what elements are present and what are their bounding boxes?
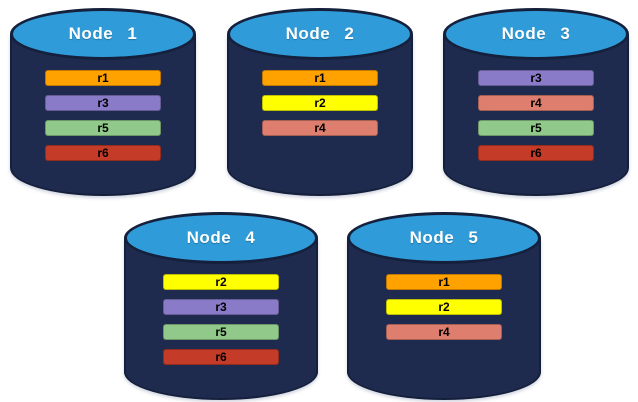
node-4-title: Node 4 <box>186 228 256 247</box>
node-1-cylinder-top: Node 1 <box>10 8 196 60</box>
node-3-cylinder: Node 3 r3 r4 r5 r6 <box>443 8 629 196</box>
node-5-title: Node 5 <box>409 228 479 247</box>
replica-bar-r3: r3 <box>163 299 279 315</box>
replica-bar-r5: r5 <box>45 120 161 136</box>
replica-bar-r3: r3 <box>45 95 161 111</box>
replica-bar-r2: r2 <box>386 299 502 315</box>
node-1-cylinder-body <box>10 34 196 196</box>
replica-bar-r2: r2 <box>163 274 279 290</box>
replica-bar-r3: r3 <box>478 70 594 86</box>
replica-list: r1 r3 r5 r6 <box>45 70 161 161</box>
node-3-cylinder-body <box>443 34 629 196</box>
node-1-cylinder: Node 1 r1 r3 r5 r6 <box>10 8 196 196</box>
replica-bar-r1: r1 <box>386 274 502 290</box>
replica-bar-r6: r6 <box>163 349 279 365</box>
replica-list: r1 r2 r4 <box>386 274 502 340</box>
replica-bar-r5: r5 <box>163 324 279 340</box>
replica-list: r1 r2 r4 <box>262 70 378 136</box>
node-4-cylinder-top: Node 4 <box>124 212 318 264</box>
replica-bar-r6: r6 <box>45 145 161 161</box>
node-2-cylinder: Node 2 r1 r2 r4 <box>227 8 413 196</box>
replica-bar-r4: r4 <box>478 95 594 111</box>
replica-bar-r4: r4 <box>262 120 378 136</box>
replica-list: r3 r4 r5 r6 <box>478 70 594 161</box>
node-5-cylinder: Node 5 r1 r2 r4 <box>347 212 541 400</box>
replica-list: r2 r3 r5 r6 <box>163 274 279 365</box>
node-3-cylinder-top: Node 3 <box>443 8 629 60</box>
node-2-cylinder-body <box>227 34 413 196</box>
replica-bar-r5: r5 <box>478 120 594 136</box>
node-2-title: Node 2 <box>285 24 355 43</box>
node-2-cylinder-top: Node 2 <box>227 8 413 60</box>
node-5-cylinder-top: Node 5 <box>347 212 541 264</box>
replica-bar-r2: r2 <box>262 95 378 111</box>
replica-bar-r1: r1 <box>262 70 378 86</box>
replica-bar-r6: r6 <box>478 145 594 161</box>
node-4-cylinder-body <box>124 238 318 400</box>
replica-bar-r4: r4 <box>386 324 502 340</box>
node-3-title: Node 3 <box>501 24 571 43</box>
node-4-cylinder: Node 4 r2 r3 r5 r6 <box>124 212 318 400</box>
replica-bar-r1: r1 <box>45 70 161 86</box>
node-1-title: Node 1 <box>68 24 138 43</box>
node-5-cylinder-body <box>347 238 541 400</box>
